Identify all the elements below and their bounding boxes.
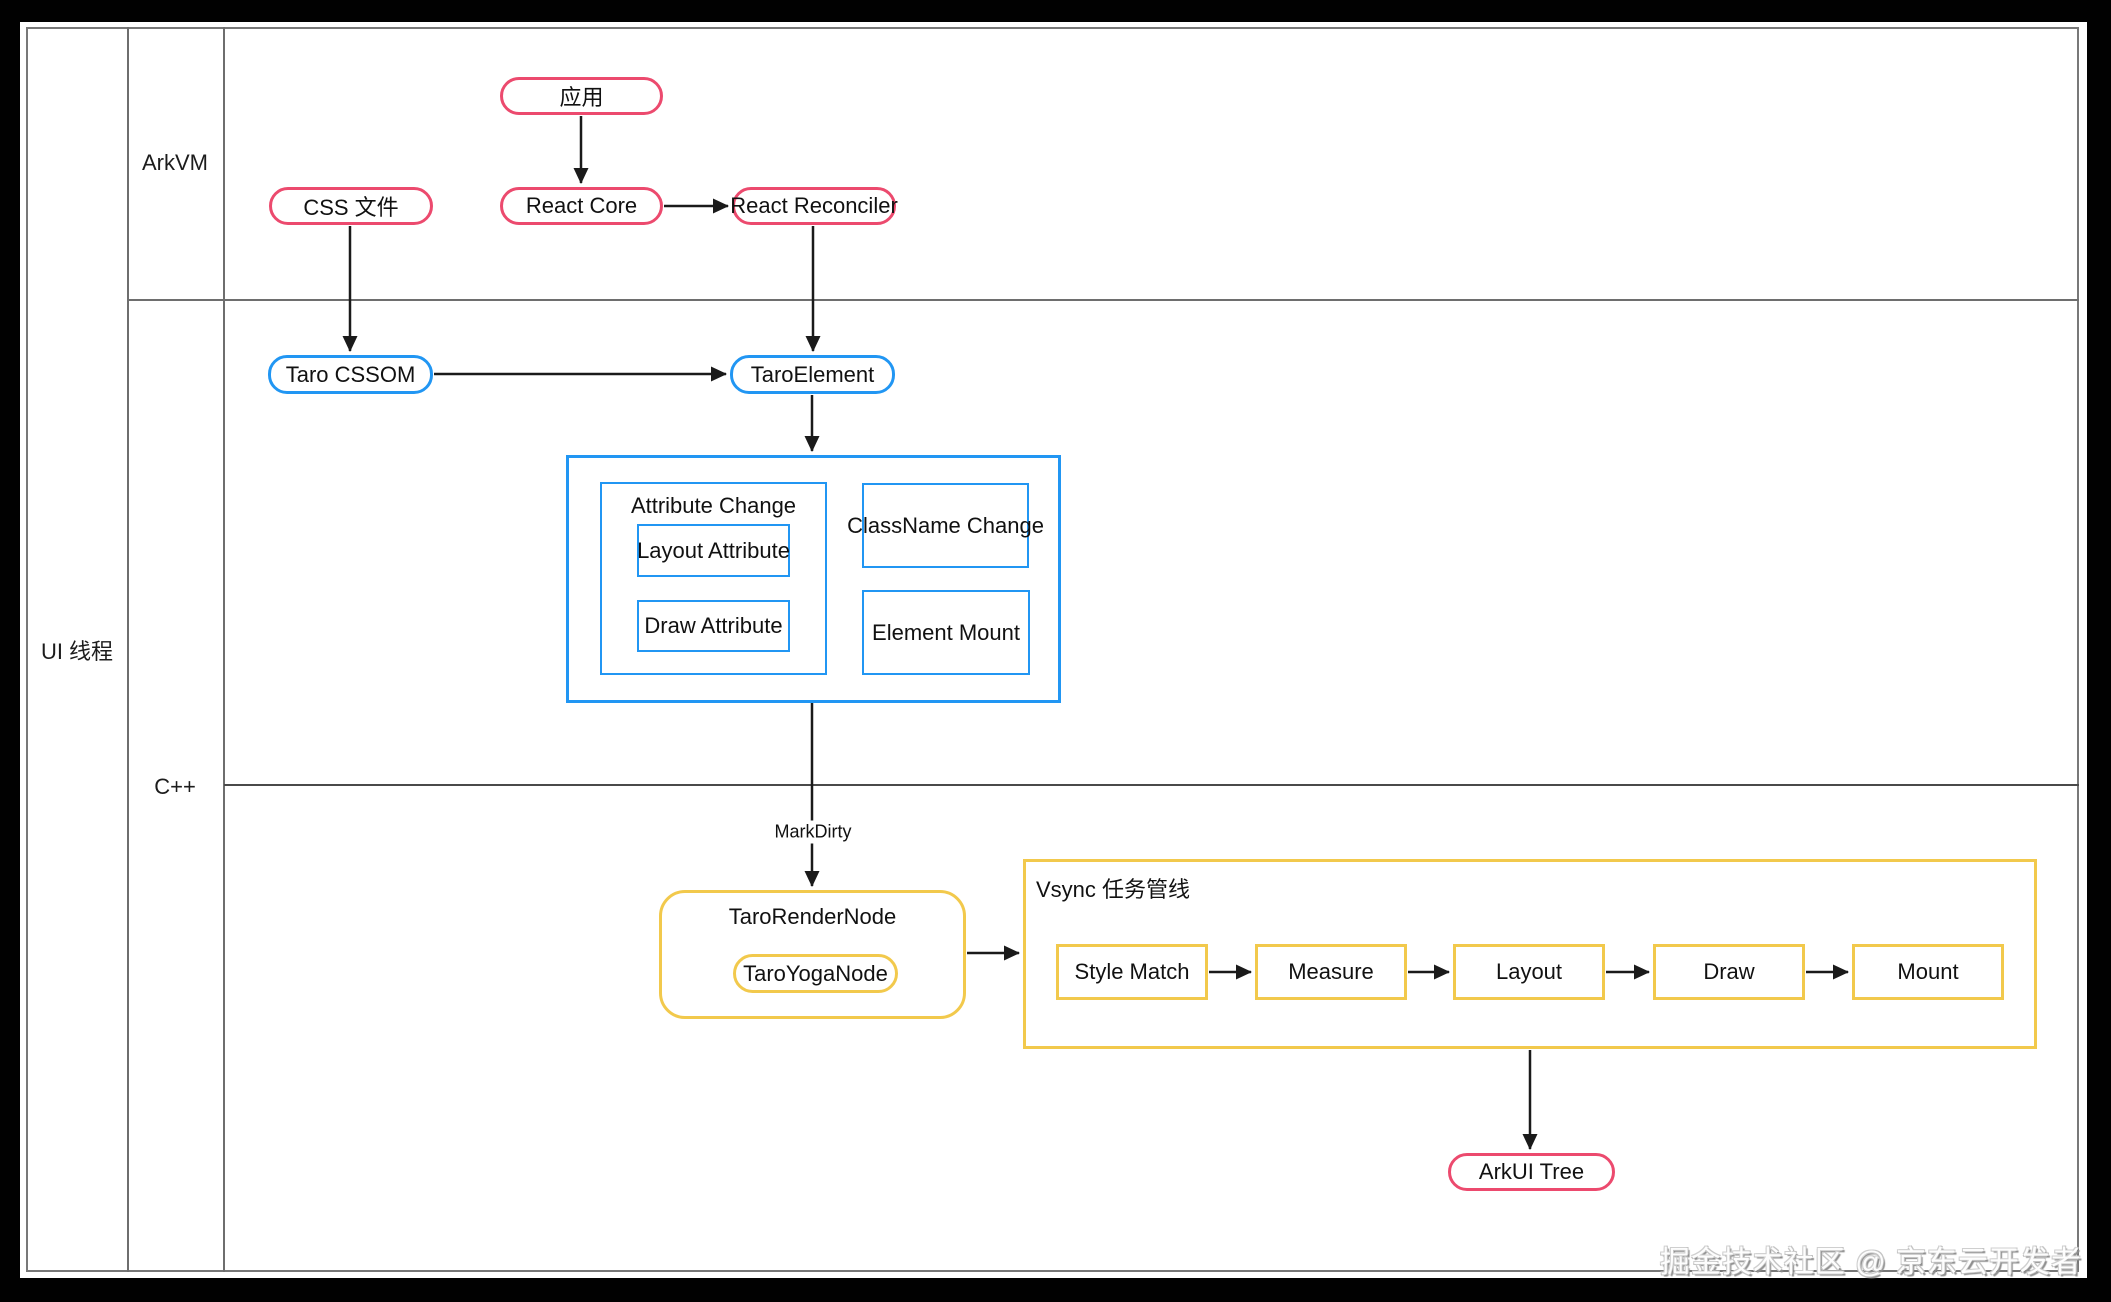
node-layout-attribute: Layout Attribute (637, 524, 790, 577)
swimlane-divider-vertical-1 (127, 27, 129, 1272)
node-arkui-tree: ArkUI Tree (1448, 1153, 1615, 1191)
node-taro-cssom: Taro CSSOM (268, 355, 433, 394)
swimlane-divider-arkvm-cpp (128, 299, 2079, 301)
swimlane-divider-vertical-2 (223, 27, 225, 1272)
node-app: 应用 (500, 77, 663, 115)
node-react-core: React Core (500, 187, 663, 225)
node-measure: Measure (1255, 944, 1407, 1000)
swimlane-outer-border (26, 27, 2079, 1272)
lane-label-arkvm: ArkVM (142, 150, 208, 175)
node-style-match: Style Match (1056, 944, 1208, 1000)
node-css-file: CSS 文件 (269, 187, 433, 225)
node-react-reconciler: React Reconciler (730, 187, 898, 225)
node-mount: Mount (1852, 944, 2004, 1000)
node-draw: Draw (1653, 944, 1805, 1000)
node-layout: Layout (1453, 944, 1605, 1000)
group-taro-render-node-label: TaroRenderNode (728, 904, 897, 929)
node-taro-yoga-node: TaroYogaNode (733, 954, 898, 993)
node-element-mount: Element Mount (862, 590, 1030, 675)
group-vsync-pipeline-label: Vsync 任务管线 (1036, 877, 1191, 902)
swimlane-divider-cpp-sub (224, 784, 2079, 786)
node-draw-attribute: Draw Attribute (637, 600, 790, 652)
node-taro-element: TaroElement (730, 355, 895, 394)
watermark-text: 掘金技术社区 @ 京东云开发者 (1659, 1246, 2082, 1279)
lane-label-ui-thread: UI 线程 (40, 639, 114, 664)
node-classname-change: ClassName Change (847, 483, 1044, 568)
lane-label-cpp: C++ (154, 774, 196, 799)
edge-label-mark-dirty: MarkDirty (769, 820, 857, 844)
group-attribute-change-label: Attribute Change (630, 493, 797, 518)
